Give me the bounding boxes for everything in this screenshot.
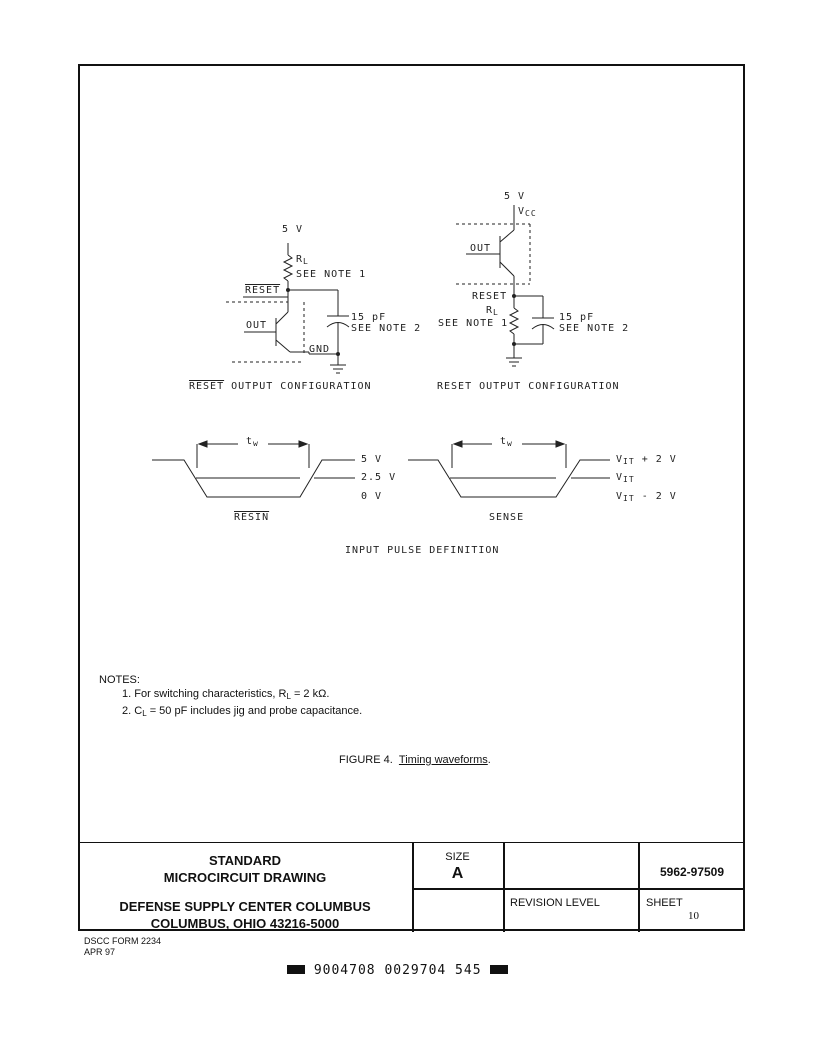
level-mid-label: 2.5 V [361,472,397,483]
level-low-label: VIT - 2 V [616,491,677,503]
drawing-frame [78,64,745,931]
reset-bar-pin-label: RESET [245,285,281,296]
supply-label: 5 V [282,224,304,235]
pulse-caption: INPUT PULSE DEFINITION [345,545,500,556]
reset-caption: RESET OUTPUT CONFIGURATION [437,381,620,392]
sense-label: SENSE [489,512,525,523]
reset-bar-caption: RESET OUTPUT CONFIGURATION [189,381,372,392]
document-barcode-line: 9004708 0029704 545 [287,963,509,978]
notes-block: NOTES: 1. For switching characteristics,… [99,673,362,721]
size-value: A [451,865,464,882]
level-high-label: 5 V [361,454,383,465]
standard-title: STANDARD MICROCIRCUIT DRAWING [163,853,327,885]
level-mid-label: VIT [616,472,635,484]
tw-label: tw [246,436,259,448]
supply-label: 5 V [504,191,526,202]
see-note-1-label: SEE NOTE 1 [296,269,367,280]
schematics-svg [152,205,610,498]
tw-label: tw [500,436,513,448]
revision-level-label: REVISION LEVEL [510,897,600,909]
figure-caption: FIGURE 4. Timing waveforms. [339,754,491,766]
form-id: DSCC FORM 2234 APR 97 [84,936,162,957]
cap-label: 15 pF [559,312,595,323]
sheet-number: 10 [688,910,699,922]
note-2: 2. CL = 50 pF includes jig and probe cap… [122,705,363,718]
dscc-address: DEFENSE SUPPLY CENTER COLUMBUS COLUMBUS,… [119,899,371,931]
drawing-number: 5962-97509 [659,865,725,879]
resin-label: RESIN [234,512,270,523]
see-note-1-label: SEE NOTE 1 [438,318,509,329]
notes-heading: NOTES: [99,674,140,686]
sheet-label: SHEET [646,897,683,909]
gnd-label: GND [309,344,331,355]
out-label: OUT [470,243,492,254]
rl-label: RL [296,254,309,266]
cap-label: 15 pF [351,312,387,323]
rl-label: RL [486,305,499,317]
vcc-label: VCC [518,206,537,218]
level-high-label: VIT + 2 V [616,454,677,466]
size-label: SIZE [445,851,470,863]
out-label: OUT [246,320,268,331]
see-note-2-label: SEE NOTE 2 [351,323,422,334]
see-note-2-label: SEE NOTE 2 [559,323,630,334]
level-low-label: 0 V [361,491,383,502]
note-1: 1. For switching characteristics, RL = 2… [122,688,330,701]
title-block: STANDARD MICROCIRCUIT DRAWING SIZE A 596… [78,842,745,932]
reset-pin-label: RESET [472,291,508,302]
